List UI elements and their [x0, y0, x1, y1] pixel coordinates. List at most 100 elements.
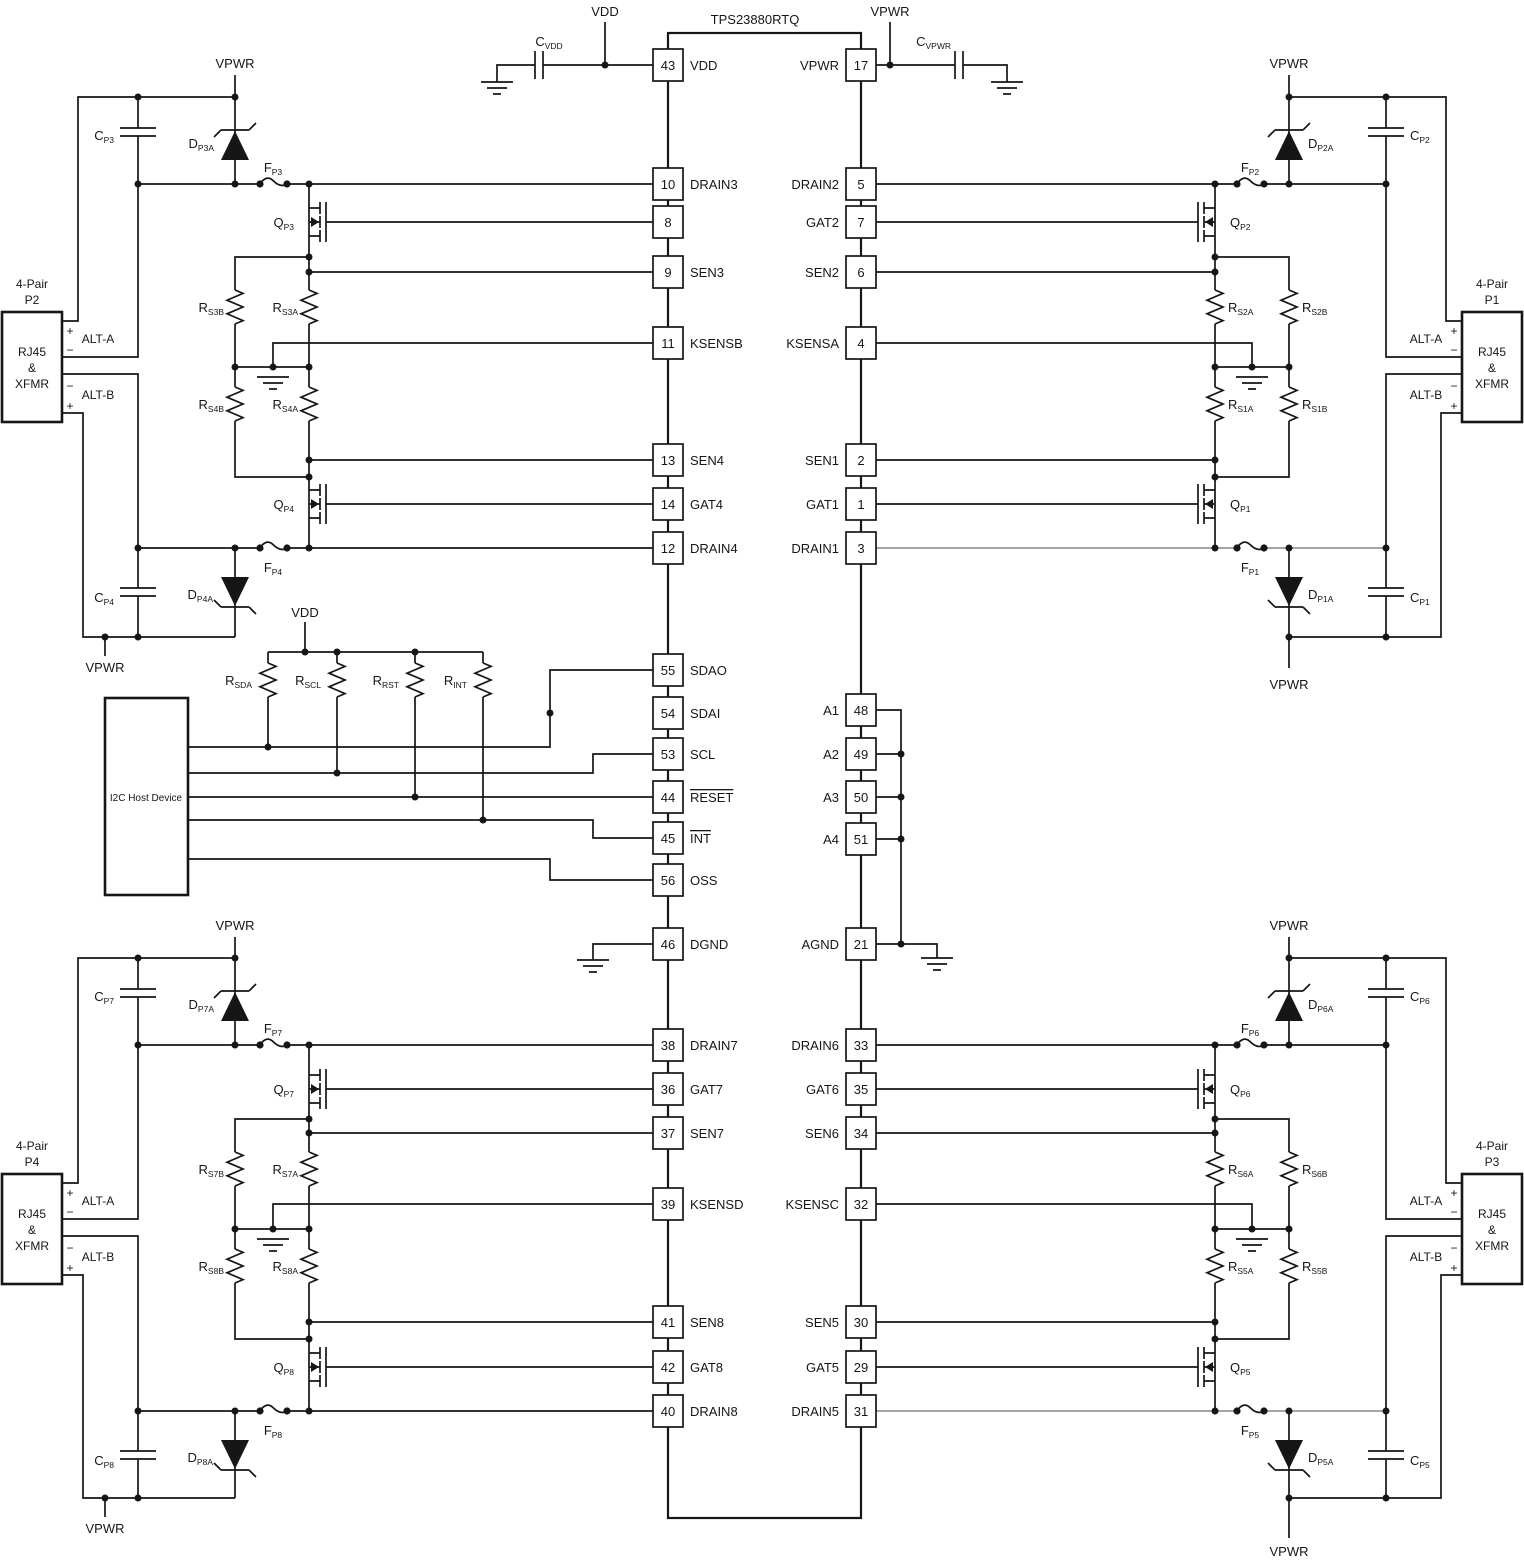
port-pair-label: 4-Pair: [16, 277, 48, 291]
svg-text:SEN5: SEN5: [805, 1315, 839, 1330]
label-cp2: CP2: [1410, 128, 1430, 145]
i2c-host-block: I2C Host Device: [103, 696, 190, 897]
port-p2: 4-Pair P2 RJ45 & XFMR + − ALT-A − + ALT-…: [0, 277, 114, 424]
label-fp2: FP2: [1241, 160, 1260, 177]
label-qp6: QP6: [1230, 1082, 1251, 1099]
port-p4: 4-Pair P4 RJ45 & XFMR + − ALT-A − + ALT-…: [0, 1139, 114, 1286]
svg-text:OSS: OSS: [690, 873, 718, 888]
mosfet-qp4: [308, 476, 336, 532]
polarity-plus: +: [66, 324, 73, 338]
svg-text:GAT2: GAT2: [806, 215, 839, 230]
rj45-label: RJ45: [1478, 345, 1506, 359]
alt-a-label: ALT-A: [1410, 1194, 1442, 1208]
svg-text:SEN1: SEN1: [805, 453, 839, 468]
mosfet-qp8: [308, 1339, 336, 1395]
svg-text:VDD: VDD: [690, 58, 717, 73]
polarity-minus: −: [1450, 343, 1457, 357]
fuse-fp2: [1232, 177, 1269, 189]
xfmr-label: XFMR: [15, 377, 49, 391]
pin-43-vdd: 43 VDD: [652, 48, 717, 82]
polarity-plus: +: [1450, 399, 1457, 413]
mosfet-qp1: [1188, 476, 1216, 532]
svg-text:4: 4: [857, 336, 864, 351]
svg-text:KSENSD: KSENSD: [690, 1197, 743, 1212]
fuse-fp6: [1232, 1038, 1269, 1050]
svg-text:39: 39: [661, 1197, 675, 1212]
svg-text:35: 35: [854, 1082, 868, 1097]
label-qp4: QP4: [273, 497, 294, 514]
polarity-minus: −: [66, 379, 73, 393]
resistor-rs8b: [226, 1248, 244, 1284]
label-cp7: CP7: [94, 989, 114, 1006]
alt-b-label: ALT-B: [1410, 388, 1442, 402]
svg-text:KSENSC: KSENSC: [786, 1197, 839, 1212]
port-p3: 4-Pair P3 RJ45 & XFMR + − ALT-A − + ALT-…: [1410, 1139, 1524, 1286]
label-qp2: QP2: [1230, 215, 1251, 232]
quadrant-top-left: VPWR VPWR CP3 DP3A FP3 QP3 RS3B RS3A RS4…: [62, 56, 653, 675]
label-qp7: QP7: [273, 1082, 294, 1099]
ic-body: TPS23880RTQ: [666, 12, 863, 1520]
svg-text:A2: A2: [823, 747, 839, 762]
svg-text:40: 40: [661, 1404, 675, 1419]
label-rs8a: RS8A: [273, 1259, 299, 1276]
quadrant-top-right: VPWR VPWR CP2 DP2A FP2 QP2 RS2A RS2B RS1…: [876, 56, 1462, 692]
port-id: P2: [25, 293, 40, 307]
svg-text:42: 42: [661, 1360, 675, 1375]
svg-text:34: 34: [854, 1126, 868, 1141]
label-cp5: CP5: [1410, 1453, 1430, 1470]
resistor-rs6b: [1280, 1151, 1298, 1187]
polarity-minus: −: [1450, 1241, 1457, 1255]
port-p1: 4-Pair P1 RJ45 & XFMR + − ALT-A − + ALT-…: [1410, 277, 1524, 424]
label-cp3: CP3: [94, 128, 114, 145]
label-rs6b: RS6B: [1302, 1162, 1328, 1179]
svg-text:54: 54: [661, 706, 675, 721]
alt-a-label: ALT-A: [82, 1194, 114, 1208]
quadrant-bottom-left: VPWR VPWR CP7 DP7A FP7 QP7 RS7B RS7A RS8…: [62, 918, 653, 1536]
label-rs7b: RS7B: [199, 1162, 225, 1179]
port-id: P1: [1485, 293, 1500, 307]
net-vdd: VDD: [591, 4, 618, 19]
svg-text:14: 14: [661, 497, 675, 512]
svg-text:1: 1: [857, 497, 864, 512]
xfmr-label: XFMR: [1475, 377, 1509, 391]
label-fp6: FP6: [1241, 1021, 1260, 1038]
label-dp4a: DP4A: [188, 587, 214, 604]
resistor-rrst: [406, 662, 424, 698]
label-rs1a: RS1A: [1228, 397, 1254, 414]
svg-text:43: 43: [661, 58, 675, 73]
xfmr-label: XFMR: [1475, 1239, 1509, 1253]
quadrant-bottom-right: VPWR VPWR CP6 DP6A FP6 QP6 RS6A RS6B RS5…: [876, 918, 1462, 1559]
label-cp1: CP1: [1410, 590, 1430, 607]
polarity-minus: −: [66, 343, 73, 357]
ground-icon: [1235, 376, 1269, 390]
net-vpwr: VPWR: [871, 4, 910, 19]
svg-text:46: 46: [661, 937, 675, 952]
fuse-fp7: [255, 1038, 292, 1050]
vdd-decoupling: VDD CVDD: [480, 4, 653, 95]
label-rint: RINT: [444, 673, 467, 690]
label-rs8b: RS8B: [199, 1259, 225, 1276]
ground-icon: [920, 957, 954, 971]
label-dp3a: DP3A: [189, 136, 215, 153]
label-dp2a: DP2A: [1308, 136, 1334, 153]
resistor-rs5b: [1280, 1248, 1298, 1284]
svg-text:A4: A4: [823, 832, 839, 847]
resistor-rs4a: [300, 386, 318, 422]
resistor-rs6a: [1206, 1151, 1224, 1187]
svg-text:INT: INT: [690, 831, 711, 846]
label-rs1b: RS1B: [1302, 397, 1328, 414]
